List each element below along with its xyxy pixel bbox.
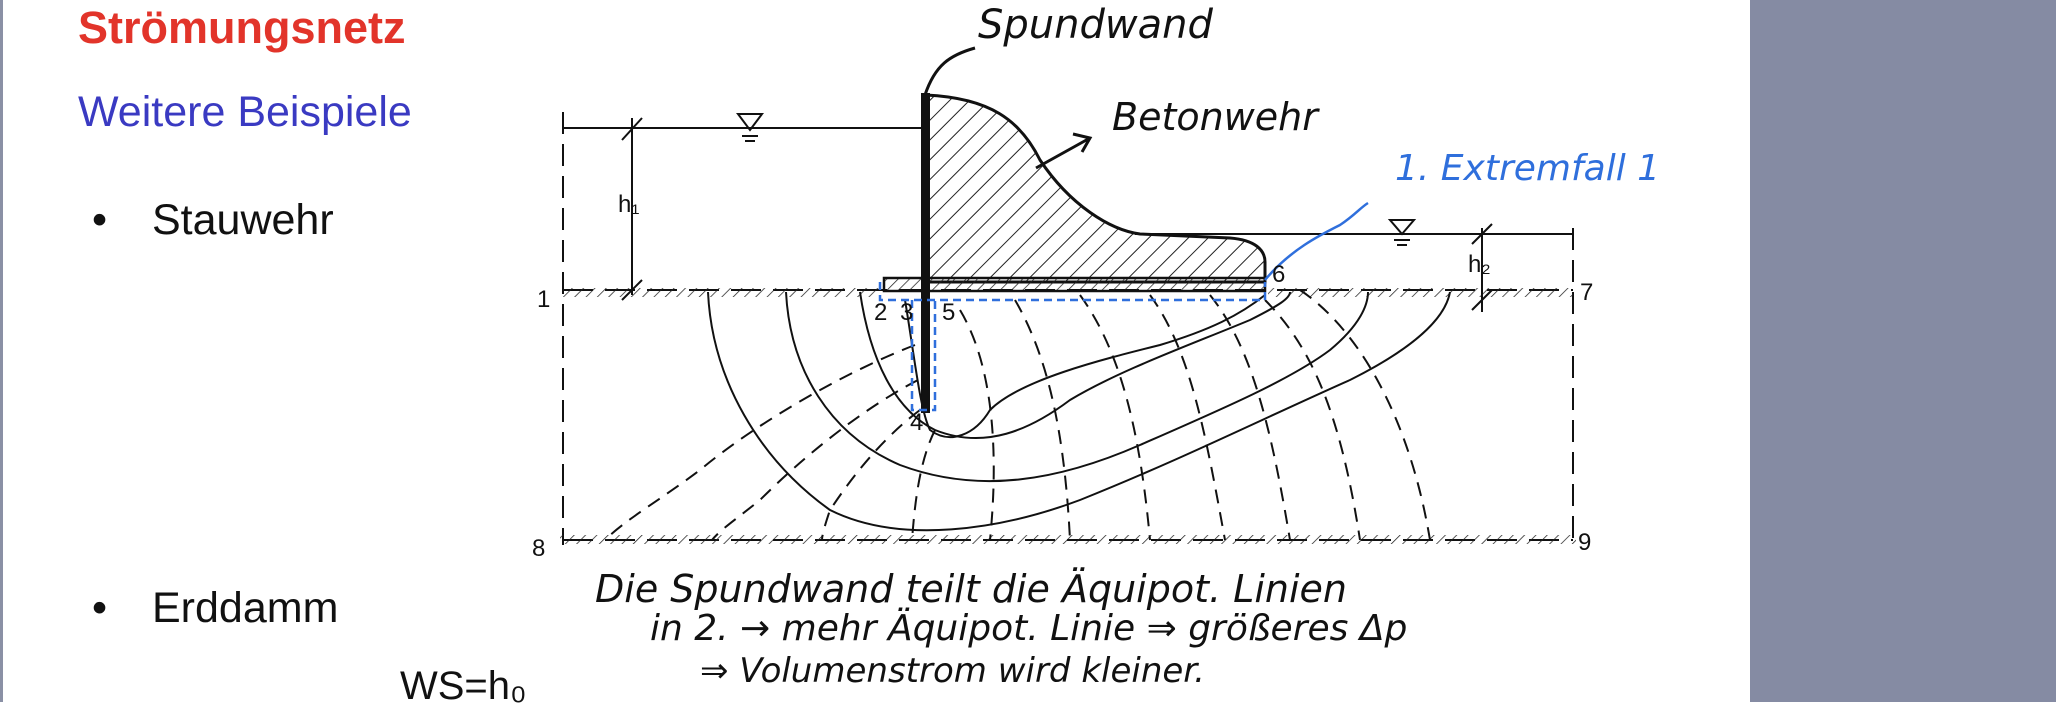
- equipotential-lines: [604, 289, 1431, 541]
- node-label-3: 3: [900, 299, 913, 326]
- extremfall-boundary-trace: [878, 282, 1267, 412]
- spundwand-pointer: [923, 46, 976, 96]
- bullet-label: Erddamm: [152, 584, 339, 632]
- node-label-1: 1: [537, 286, 550, 313]
- bullet-dot: •: [92, 584, 108, 632]
- partial-formula-text: WS=h₀: [400, 664, 527, 708]
- node-label-5: 5: [942, 299, 955, 326]
- node-label-7: 7: [1580, 279, 1593, 306]
- node-label-2: 2: [874, 299, 887, 326]
- slide-title: Strömungsnetz: [78, 2, 406, 53]
- bullet-dot: •: [92, 196, 108, 244]
- annotation-spundwand: Spundwand: [978, 2, 1213, 48]
- betonwehr-arrow: [1035, 132, 1093, 170]
- annotation-betonwehr: Betonwehr: [1112, 95, 1320, 139]
- annotation-note-line3: ⇒ Volumenstrom wird kleiner.: [700, 651, 1205, 691]
- node-label-4: 4: [910, 409, 923, 436]
- annotation-note-line1: Die Spundwand teilt die Äquipot. Linien: [595, 567, 1347, 611]
- side-panel: [1750, 0, 2056, 702]
- node-label-8: 8: [532, 535, 545, 562]
- sheet-pile-wall: [921, 93, 930, 413]
- annotation-note-line2: in 2. → mehr Äquipot. Linie ⇒ größeres Δ…: [650, 607, 1407, 649]
- label-h2: h₂: [1468, 251, 1491, 278]
- flow-lines: [707, 291, 1451, 532]
- slide-left-edge: [0, 0, 3, 702]
- slide-subtitle: Weitere Beispiele: [78, 88, 412, 136]
- weir-base-slab: [882, 276, 1267, 293]
- label-h1: h₁: [618, 191, 639, 218]
- annotation-extremfall: 1. Extremfall 1: [1395, 148, 1660, 189]
- node-label-9: 9: [1578, 529, 1591, 556]
- h1-dimension: [621, 117, 643, 301]
- water-level-symbol-upstream: [736, 113, 764, 142]
- bullet-label: Stauwehr: [152, 196, 334, 244]
- concrete-weir: [924, 93, 1267, 284]
- ground-surface: [560, 288, 1576, 544]
- node-label-6: 6: [1272, 261, 1285, 288]
- water-level-symbol-downstream: [1387, 219, 1417, 246]
- h2-dimension: [1471, 223, 1493, 312]
- extremfall-pointer: [1264, 201, 1369, 281]
